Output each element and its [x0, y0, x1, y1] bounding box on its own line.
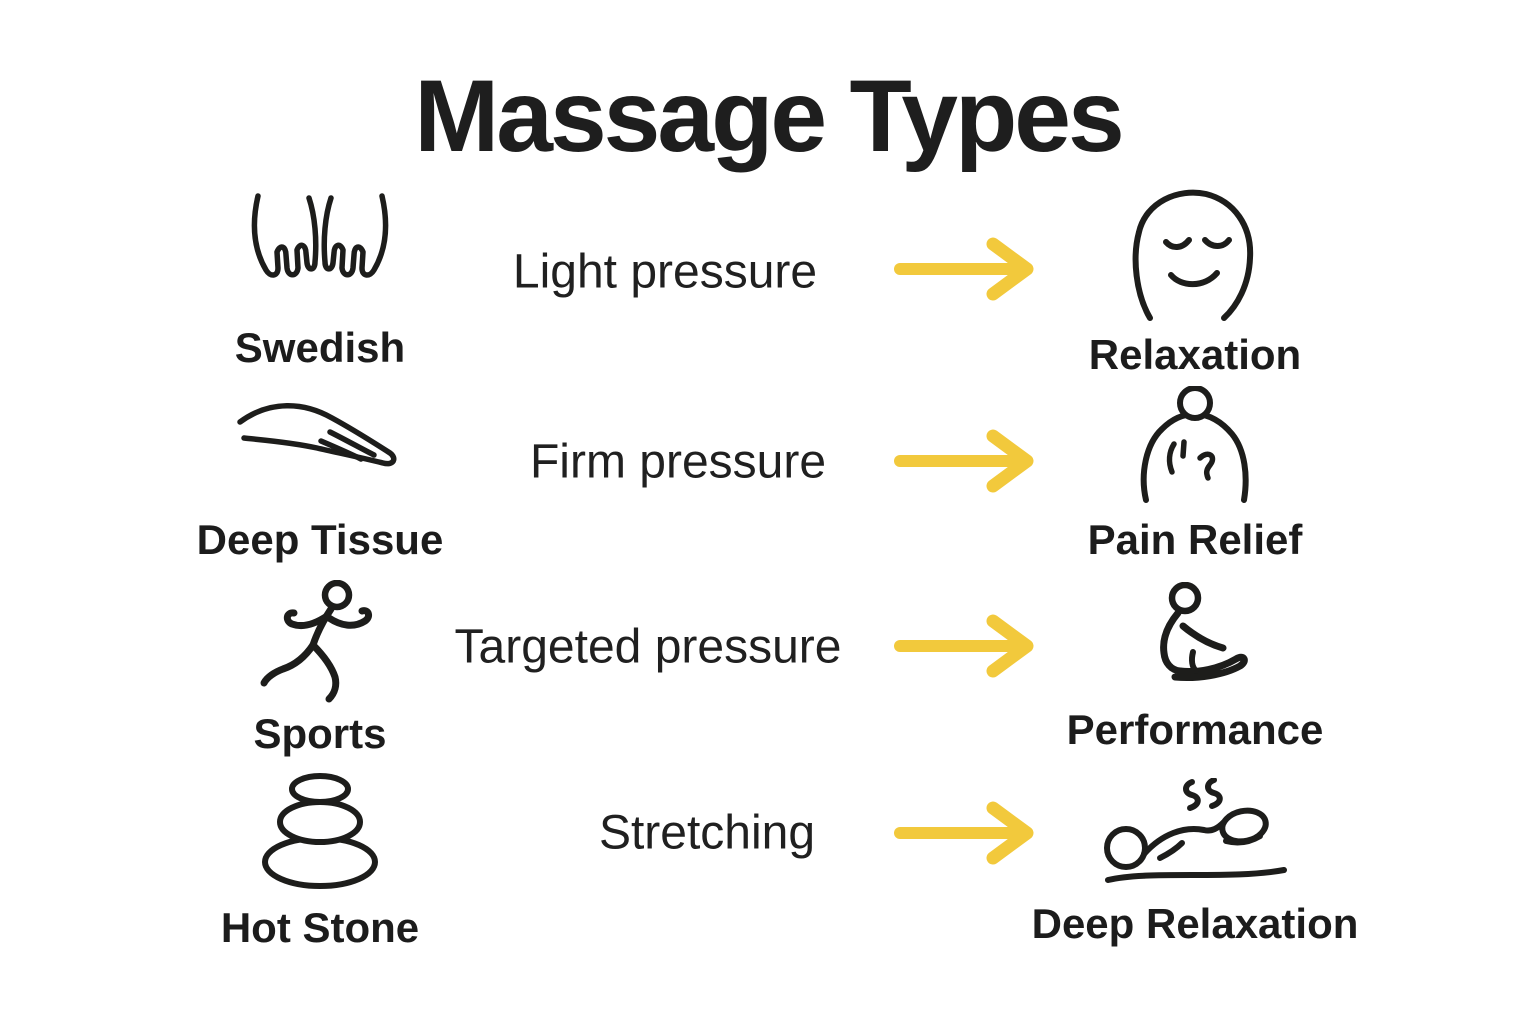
- lying-person-steam-icon: [1100, 778, 1290, 888]
- running-person-icon: [257, 580, 383, 704]
- benefit-label: Performance: [1066, 706, 1324, 753]
- massage-type-label: Swedish: [234, 324, 406, 371]
- gliding-hand-icon: [232, 392, 408, 496]
- feature-label: Stretching: [598, 806, 816, 860]
- benefit-figure: Performance: [1020, 582, 1370, 752]
- page-title: Massage Types: [414, 59, 1124, 173]
- stretching-person-icon: [1133, 582, 1257, 702]
- massage-hands-icon: [240, 188, 400, 308]
- massage-type-figure: Deep Tissue: [150, 392, 490, 562]
- arrow-right-icon: [893, 800, 1050, 866]
- arrow-right-icon: [893, 236, 1050, 302]
- feature-label: Firm pressure: [529, 435, 827, 489]
- massage-type-figure: Swedish: [150, 188, 490, 370]
- massage-type-label: Hot Stone: [220, 904, 420, 951]
- benefit-figure: Relaxation: [1020, 188, 1370, 377]
- benefit-figure: Pain Relief: [1020, 386, 1370, 562]
- feature-label: Targeted pressure: [454, 620, 842, 674]
- arrow-right-icon: [893, 613, 1050, 679]
- benefit-label: Pain Relief: [1087, 516, 1303, 563]
- massage-type-figure: Sports: [150, 580, 490, 756]
- benefit-label: Relaxation: [1088, 331, 1302, 378]
- back-pain-person-icon: [1137, 386, 1253, 504]
- massage-type-figure: Hot Stone: [150, 772, 490, 950]
- benefit-figure: Deep Relaxation: [1020, 778, 1370, 946]
- massage-type-label: Sports: [253, 710, 387, 757]
- feature-label: Light pressure: [512, 245, 818, 299]
- benefit-label: Deep Relaxation: [1031, 900, 1359, 947]
- stacked-stones-icon: [259, 772, 381, 890]
- massage-type-label: Deep Tissue: [196, 516, 444, 563]
- arrow-right-icon: [893, 428, 1050, 494]
- relaxed-face-icon: [1128, 188, 1263, 325]
